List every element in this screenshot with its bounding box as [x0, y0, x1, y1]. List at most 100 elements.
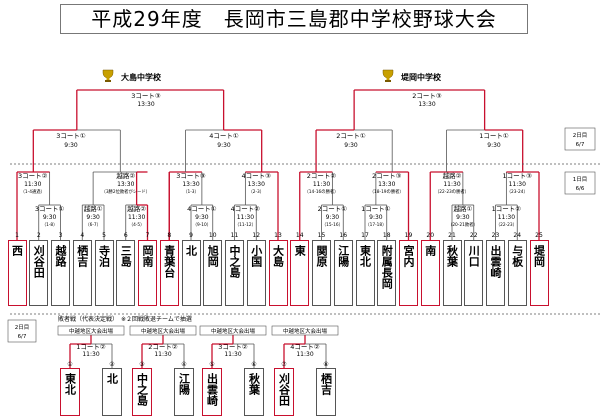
team-name: 出雲崎 — [489, 245, 502, 278]
consolation-team-box: 江陽 — [174, 368, 194, 416]
team-number: 7 — [146, 232, 150, 239]
consolation-team-box: 刈谷田 — [274, 368, 294, 416]
prelim-court: 4コート① — [187, 205, 217, 213]
team-name: 小国 — [249, 245, 263, 267]
team-number: 14 — [296, 232, 304, 239]
prelim-court: 1コート② — [492, 205, 522, 213]
top-game-court: 2コート③ — [412, 92, 442, 100]
consolation-header: 中越地区大会出場 — [211, 327, 256, 335]
round1-court: 3コート③ — [176, 172, 206, 180]
consolation-header: 中越地区大会出場 — [69, 327, 114, 335]
consolation-header-box — [57, 325, 125, 336]
consolation-time: 11:30 — [154, 351, 171, 358]
round2-time: 9:30 — [344, 142, 358, 149]
round1-note: （23-24） — [507, 189, 528, 195]
team-name: 中之島 — [135, 373, 149, 406]
round1-court: 越路② — [116, 171, 135, 180]
consolation-court: 4コート② — [290, 343, 320, 351]
team-box: 東北 — [355, 240, 375, 306]
consolation-number: ⑦ — [281, 361, 287, 368]
team-name: 秋葉 — [247, 373, 261, 395]
round1-court: 3コート② — [18, 172, 48, 180]
round1-court: 越路② — [443, 171, 462, 180]
prelim-note: （9-10） — [193, 222, 211, 228]
round1-time: 13:30 — [378, 181, 395, 188]
team-name: 出雲崎 — [205, 373, 219, 406]
team-number: 18 — [383, 232, 391, 239]
team-number: 24 — [513, 232, 521, 239]
team-name: 旭岡 — [206, 245, 220, 267]
top-game-time: 13:30 — [418, 101, 435, 108]
prelim-time: 9:30 — [195, 214, 209, 221]
consolation-caption: 敗者戦（代表決定戦） ※２回戦敗退チームで抽選 — [58, 315, 192, 323]
team-number: 17 — [361, 232, 369, 239]
team-box: 関原 — [312, 240, 331, 306]
team-number: 20 — [426, 232, 434, 239]
prelim-time: 11:30 — [498, 214, 515, 221]
prelim-note: （4-5） — [129, 222, 145, 228]
prelim-time: 11:30 — [237, 214, 254, 221]
prelim-time: 9:30 — [326, 214, 340, 221]
team-number: 12 — [252, 232, 260, 239]
team-name: 西 — [10, 245, 24, 256]
round1-note: （14-16の勝者） — [305, 188, 339, 195]
team-number: 5 — [102, 232, 106, 239]
round2-time: 9:30 — [217, 142, 231, 149]
consolation-time: 11:30 — [224, 351, 241, 358]
team-name: 青葉台 — [162, 245, 176, 278]
team-number: 2 — [37, 232, 41, 239]
team-box: 川口 — [464, 240, 484, 306]
prelim-note: （1-8） — [42, 222, 58, 228]
prelim-court: 越路② — [127, 204, 146, 213]
team-name: 堤岡 — [532, 245, 546, 267]
round1-note: （1-3） — [183, 189, 199, 195]
consolation-court: 3コート② — [218, 343, 248, 351]
team-number: 4 — [80, 232, 84, 239]
team-name: 北 — [105, 373, 119, 384]
team-box: 寺泊 — [94, 240, 114, 306]
team-box: 刈谷田 — [29, 240, 49, 306]
round1-time: 11:30 — [313, 181, 330, 188]
prelim-time: 11:30 — [128, 214, 145, 221]
consolation-header-box — [199, 325, 267, 336]
team-box: 栖吉 — [72, 240, 92, 306]
prelim-note: （20-21敗者） — [448, 221, 478, 228]
round2-court: 1コート① — [479, 132, 509, 140]
page-title: 平成29年度 長岡市三島郡中学校野球大会 — [60, 4, 528, 34]
team-number: 23 — [492, 232, 500, 239]
consolation-number: ⑤ — [209, 361, 214, 368]
round1-note: （2-3） — [248, 189, 264, 195]
round1-time: 13:30 — [248, 181, 265, 188]
team-box: 宮内 — [399, 240, 418, 306]
day-date: 6/7 — [18, 334, 27, 340]
prelim-court: 3コート① — [35, 205, 65, 213]
prelim-time: 9:30 — [43, 214, 57, 221]
champion-right-label: 堤岡中学校 — [401, 72, 442, 82]
round1-time: 11:30 — [443, 181, 460, 188]
team-name: 東北 — [358, 245, 372, 267]
prelim-court: 2コート① — [318, 205, 348, 213]
team-box: 西 — [7, 240, 27, 306]
prelim-time: 9:30 — [86, 214, 100, 221]
team-number: 11 — [231, 232, 239, 239]
team-box: 南 — [420, 240, 440, 306]
round2-court: 4コート① — [209, 132, 239, 140]
team-name: 東北 — [63, 373, 77, 395]
team-name: 南 — [423, 245, 437, 256]
round1-time: 13:30 — [182, 181, 199, 188]
team-name: 附属長岡 — [380, 245, 394, 289]
round1-time: 11:30 — [509, 181, 526, 188]
round1-time: 13:30 — [117, 181, 134, 188]
consolation-time: 11:30 — [82, 351, 99, 358]
team-name: 岡南 — [141, 245, 154, 267]
consolation-number: ④ — [181, 361, 186, 368]
prelim-note: （17-18） — [365, 222, 386, 228]
team-name: 中之島 — [228, 245, 241, 278]
team-number: 21 — [448, 232, 456, 239]
team-number: 3 — [59, 232, 63, 239]
prelim-court: 4コート② — [231, 205, 261, 213]
team-number: 6 — [124, 232, 128, 239]
team-name: 江陽 — [177, 373, 191, 395]
consolation-number: ① — [67, 361, 72, 368]
